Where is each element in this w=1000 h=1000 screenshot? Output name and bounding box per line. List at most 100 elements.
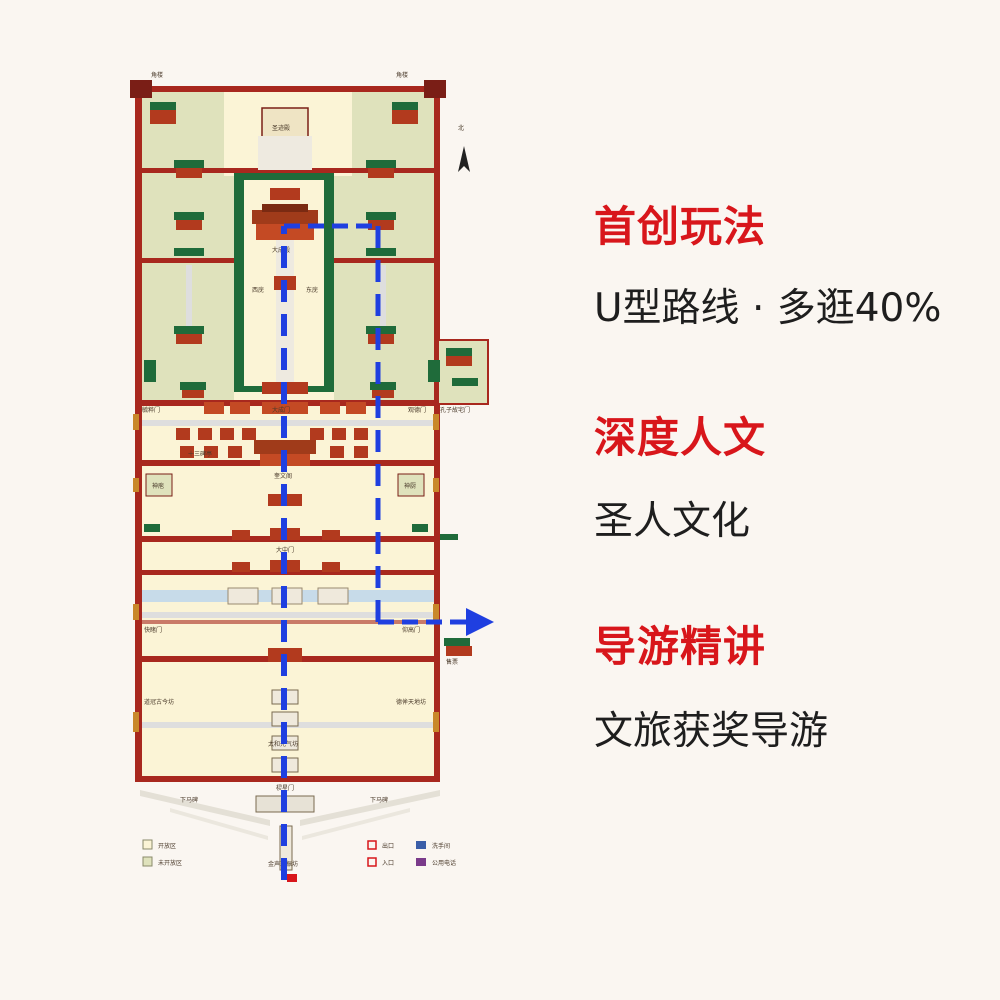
- gate-building: [232, 562, 250, 572]
- label-ticket: 售票: [446, 658, 458, 666]
- bridge: [317, 587, 349, 605]
- plaza-fan: [302, 808, 410, 840]
- gate-building: [232, 530, 250, 540]
- side-yard: [397, 473, 425, 497]
- building-body: [368, 334, 394, 344]
- building-roof: [446, 348, 472, 356]
- gate-building: [204, 402, 224, 414]
- feature-heading-2: 深度人文: [594, 413, 767, 462]
- side-gate: [433, 604, 439, 620]
- building-roof: [370, 382, 396, 390]
- building-roof: [392, 102, 418, 110]
- stele-pavilion: [220, 428, 234, 440]
- exit-icon: [367, 840, 377, 850]
- building-roof: [366, 326, 396, 334]
- building-body: [150, 110, 176, 124]
- stele-pavilion: [354, 446, 368, 458]
- phone-icon: [416, 858, 426, 866]
- main-hall-roof: [252, 210, 318, 224]
- label-east-gate-1: 观德门: [408, 406, 426, 414]
- label-dazhong-gate: 大中门: [276, 546, 294, 554]
- legend-exit: 出口: [382, 842, 394, 850]
- building-roof: [144, 524, 160, 532]
- building-roof: [174, 326, 204, 334]
- temple-map: 角楼 角楼 圣迹殿: [130, 71, 494, 882]
- label-kuiwen-pavilion: 奎文阁: [274, 472, 292, 480]
- building-roof: [428, 360, 440, 382]
- feature-heading-1: 首创玩法: [594, 202, 767, 251]
- label-hall-1: 圣迹殿: [272, 124, 290, 132]
- label-xiama-left: 下马碑: [180, 796, 198, 804]
- label-west-gate-3: 道冠古今坊: [144, 698, 174, 706]
- side-gate: [433, 712, 439, 732]
- building-body: [446, 646, 472, 656]
- label-east-wing: 东庑: [306, 286, 318, 294]
- legend-swatch-closed: [142, 856, 153, 867]
- building-roof: [150, 102, 176, 110]
- legend-closed: 未开放区: [158, 859, 182, 867]
- side-gate: [433, 414, 439, 430]
- legend-phone: 公用电话: [432, 859, 456, 867]
- toilet-icon: [416, 841, 426, 849]
- label-west-gate-1: 毓粹门: [142, 406, 160, 414]
- gate-building: [262, 402, 308, 414]
- rear-hall: [261, 107, 309, 139]
- gate-building: [346, 402, 366, 414]
- side-yard: [145, 473, 173, 497]
- building-roof: [174, 212, 204, 220]
- label-yard-left: 神庖: [152, 482, 164, 490]
- label-xiama-right: 下马碑: [370, 796, 388, 804]
- inner-wall: [142, 570, 434, 575]
- building-roof: [180, 382, 206, 390]
- rear-hall-yard: [258, 136, 312, 170]
- building-roof: [144, 360, 156, 382]
- north-label: 北: [458, 124, 464, 132]
- side-gate: [133, 414, 139, 430]
- label-kong-residence: 孔子故宅门: [440, 406, 470, 414]
- building-body: [182, 390, 204, 398]
- label-stele-pavilions: 十三碑亭: [188, 450, 212, 458]
- side-gate: [133, 478, 139, 492]
- feature-text-3: 文旅获奖导游: [594, 709, 829, 754]
- inner-wall: [334, 258, 434, 263]
- building-body: [368, 220, 394, 230]
- kuiwen-pavilion-roof: [254, 440, 316, 454]
- legend-swatch-open: [142, 839, 153, 850]
- building-body: [176, 220, 202, 230]
- building-body: [176, 168, 202, 178]
- legend-open: 开放区: [158, 842, 176, 850]
- building-roof: [174, 248, 204, 256]
- feature-text-1: U型路线 · 多逛40%: [594, 286, 942, 331]
- building-roof: [366, 248, 396, 256]
- feature-text-2: 圣人文化: [594, 499, 751, 544]
- label-yard-right: 神厨: [404, 482, 416, 490]
- building-body: [392, 110, 418, 124]
- plaza-fan: [140, 790, 270, 826]
- label-east-gate-2: 仰高门: [402, 626, 420, 634]
- main-hall-roof-top: [262, 204, 308, 212]
- inner-wall: [142, 258, 234, 263]
- building-roof: [366, 212, 396, 220]
- rear-shrine: [270, 188, 300, 200]
- lane: [380, 265, 386, 335]
- corner-tower: [130, 80, 152, 98]
- entrance-icon: [367, 857, 377, 867]
- side-gate: [133, 712, 139, 732]
- route-arrow-icon: [466, 608, 494, 636]
- stele-pavilion: [176, 428, 190, 440]
- gate-building: [322, 530, 340, 540]
- label-dacheng-gate: 大成门: [272, 406, 290, 414]
- building-roof: [366, 160, 396, 168]
- feature-heading-3: 导游精讲: [594, 622, 767, 671]
- building-body: [372, 390, 394, 398]
- stele-pavilion: [198, 428, 212, 440]
- legend-toilet: 洗手间: [432, 842, 450, 850]
- label-lingxing-gate: 棂星门: [276, 784, 294, 792]
- corner-tower: [424, 80, 446, 98]
- building-roof: [412, 524, 428, 532]
- label-corner-tower-left: 角楼: [151, 71, 163, 79]
- building-roof: [452, 378, 478, 386]
- entrance-marker: [287, 874, 297, 882]
- inner-wall: [142, 620, 434, 624]
- lane: [142, 612, 434, 618]
